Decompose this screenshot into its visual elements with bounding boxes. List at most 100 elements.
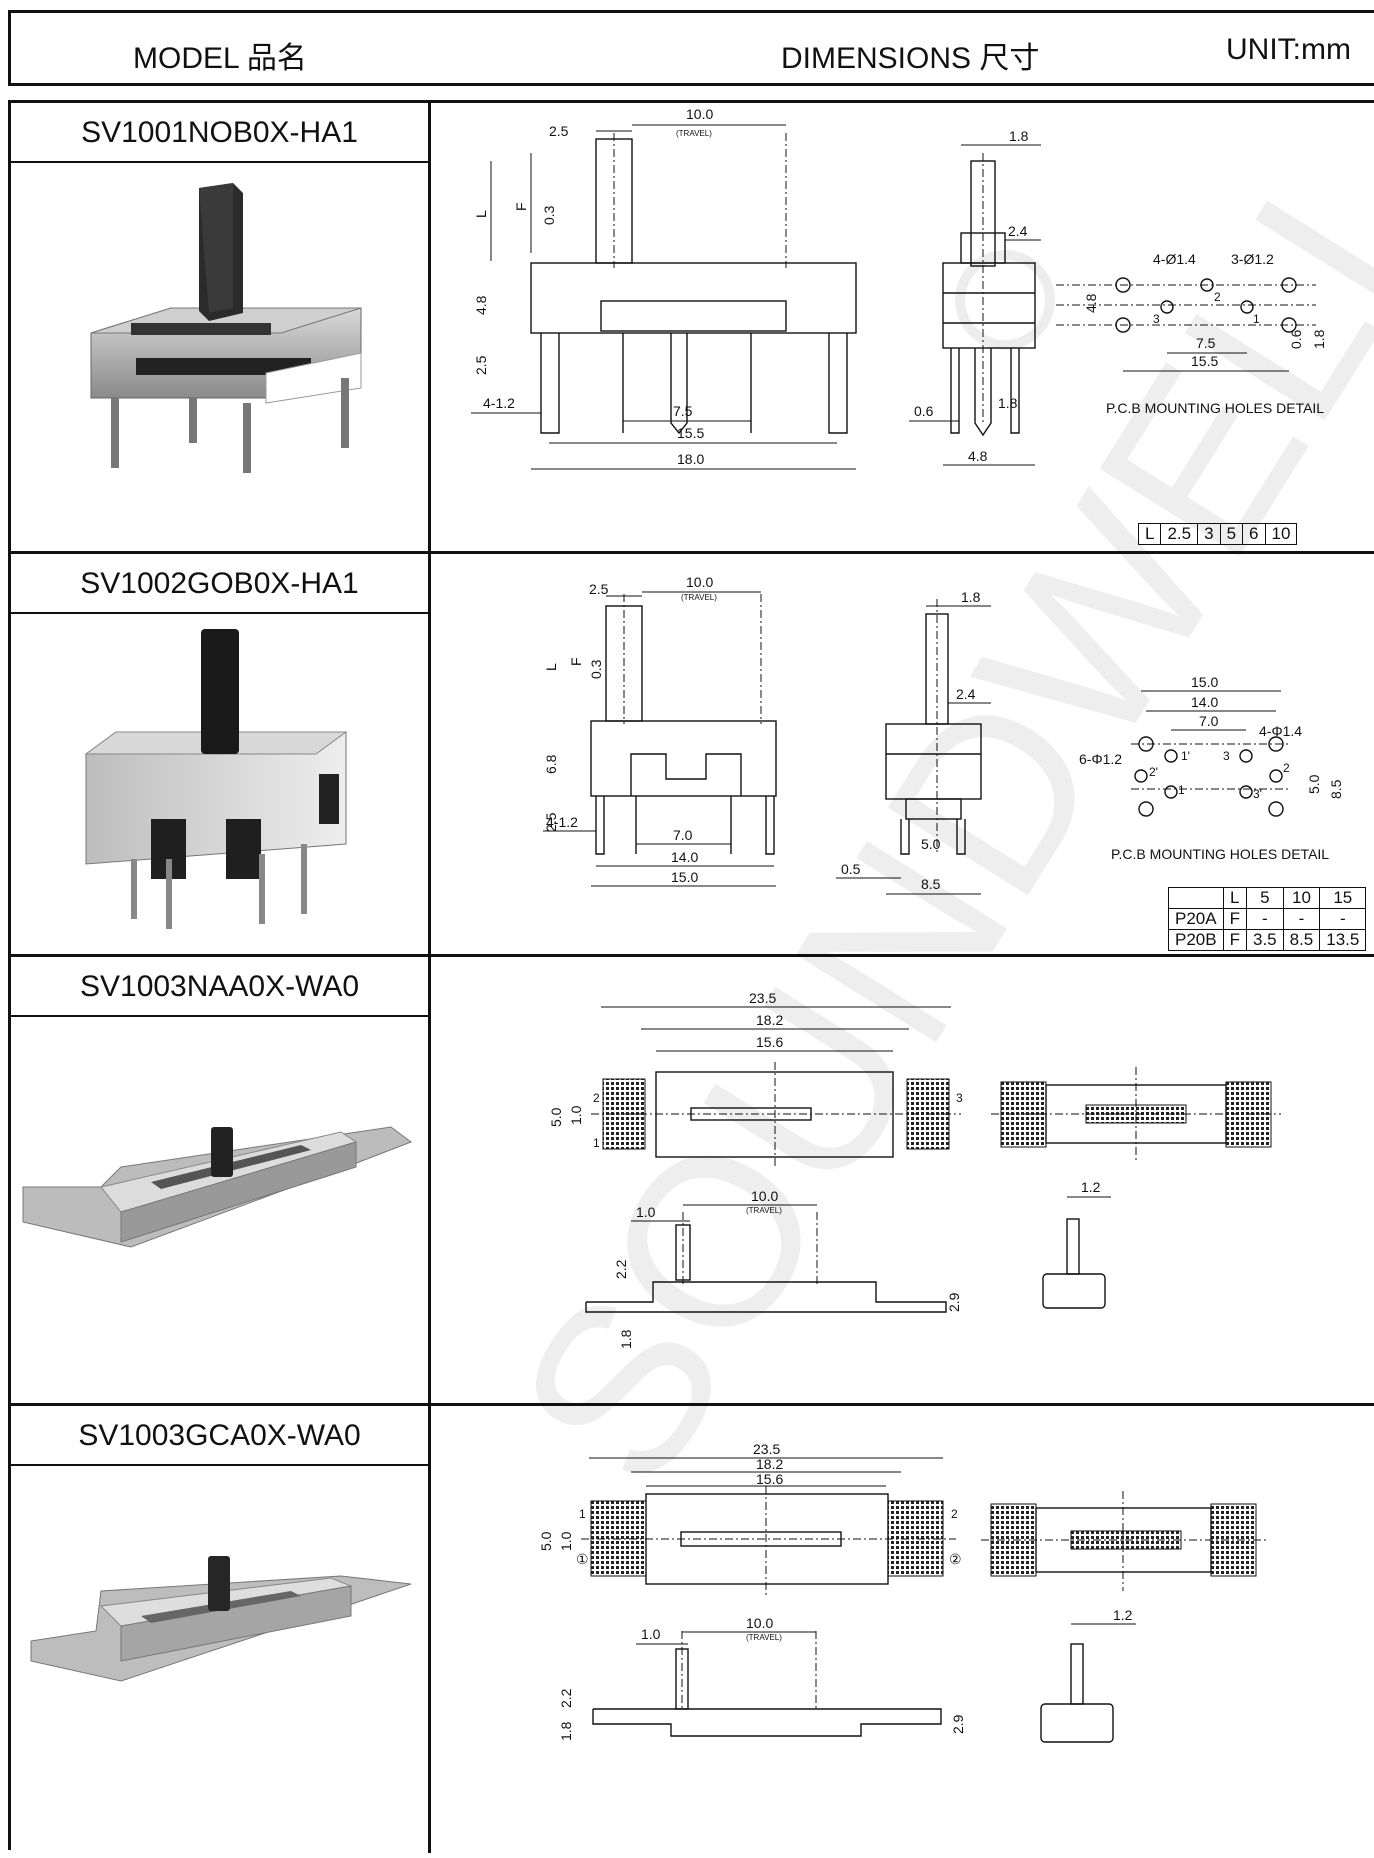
unit-label: UNIT:mm (1226, 33, 1351, 66)
table-cell: 5 (1219, 523, 1244, 545)
dim-1-2: 1.2 (1081, 1179, 1101, 1195)
dim-18-2: 18.2 (756, 1012, 783, 1028)
table-cell: F (1222, 929, 1247, 951)
dim-1-2: 1.2 (1113, 1607, 1133, 1623)
table-cell: 2.5 (1160, 523, 1199, 545)
dim-18-0: 18.0 (677, 451, 704, 467)
dim-15-0: 15.0 (671, 869, 698, 885)
table-row: SV1003GCA0X-WA0 23.5 18.2 15.6 (11, 1406, 1374, 1853)
table-cell: L (1222, 887, 1247, 909)
hole-label-6-12: 6-Φ1.2 (1079, 751, 1122, 767)
table-cell: 13.5 (1319, 929, 1367, 951)
spec-mini-table: L 5 10 15 P20A F - - - P20B F 3.5 8.5 (1168, 887, 1367, 951)
dim-5-0: 5.0 (921, 836, 941, 852)
pcb-dim-1-8: 1.8 (1311, 329, 1327, 349)
dim-2-2: 2.2 (558, 1688, 574, 1708)
dim-1-8-b: 1.8 (998, 395, 1018, 411)
spec-mini-table: L 2.5 3 5 6 10 (1137, 523, 1298, 545)
dim-1-0: 1.0 (558, 1531, 574, 1551)
dimension-drawing: 2.5 10.0 (TRAVEL) L F 0.3 4.8 2.5 4-1.2 … (431, 103, 1374, 551)
dim-5-0: 5.0 (548, 1107, 564, 1127)
table-row: SV1002GOB0X-HA1 (11, 554, 1374, 957)
dim-F: F (568, 657, 584, 666)
pin-3: 3 (1153, 312, 1160, 326)
dim-travel-note: (TRAVEL) (681, 593, 717, 602)
pcb-dim-8-5: 8.5 (1328, 779, 1344, 799)
table-cell (1168, 887, 1224, 909)
pcb-dim-15-5: 15.5 (1191, 353, 1218, 369)
dim-0-5: 0.5 (841, 861, 861, 877)
dim-2-5-v: 2.5 (473, 355, 489, 375)
dim-7-0: 7.0 (673, 827, 693, 843)
dim-travel: 10.0 (686, 574, 713, 590)
table-cell: 15 (1319, 887, 1367, 909)
dim-15-5: 15.5 (677, 425, 704, 441)
pin-3: 3 (1223, 749, 1230, 763)
dim-1-0-b: 1.0 (636, 1204, 656, 1220)
dim-travel: 10.0 (686, 106, 713, 122)
table-cell: 5 (1245, 887, 1284, 909)
model-name: SV1001NOB0X-HA1 (11, 103, 428, 163)
dim-0-6: 0.6 (914, 403, 934, 419)
pcb-dim-14-0: 14.0 (1191, 694, 1218, 710)
dim-18-2: 18.2 (756, 1456, 783, 1472)
dim-4-1-2: 4-1.2 (483, 395, 515, 411)
spec-table: SV1001NOB0X-HA1 (8, 100, 1374, 1853)
pcb-dim-15-0: 15.0 (1191, 674, 1218, 690)
dim-4-8-b: 4.8 (968, 448, 988, 464)
table-header: MODEL 品名 DIMENSIONS 尺寸 UNIT:mm (8, 10, 1374, 86)
dimension-drawing: 2.5 10.0 (TRAVEL) L F 0.3 6.8 2.5 4-1.2 … (431, 554, 1374, 954)
table-cell: 3 (1197, 523, 1221, 545)
dim-travel: 10.0 (746, 1615, 773, 1631)
pin-3p: 3' (1253, 787, 1262, 801)
table-row: SV1001NOB0X-HA1 (11, 103, 1374, 554)
table-cell: 6 (1242, 523, 1266, 545)
hole-label-3-12: 3-Ø1.2 (1231, 251, 1274, 267)
dimension-drawing: 23.5 18.2 15.6 5.0 1.0 2 1 3 (431, 957, 1374, 1403)
product-photo (11, 163, 428, 551)
dim-5-0: 5.0 (538, 1531, 554, 1551)
dim-1-0: 1.0 (568, 1105, 584, 1125)
dim-1-8: 1.8 (1009, 128, 1029, 144)
pin-2: 2 (1214, 290, 1221, 304)
dim-23-5: 23.5 (749, 990, 776, 1006)
dim-travel-note: (TRAVEL) (676, 129, 712, 138)
model-name: SV1002GOB0X-HA1 (11, 554, 428, 614)
hole-label-4-14: 4-Ø1.4 (1153, 251, 1196, 267)
dim-1-8: 1.8 (558, 1721, 574, 1741)
model-cell: SV1003GCA0X-WA0 (11, 1406, 431, 1853)
dim-0-3: 0.3 (541, 205, 557, 225)
pcb-dim-7-5: 7.5 (1196, 335, 1216, 351)
table-cell: - (1319, 908, 1367, 930)
dim-L: L (473, 210, 489, 218)
pcb-dim-0-6: 0.6 (1288, 329, 1304, 349)
dim-1-8: 1.8 (961, 589, 981, 605)
pcb-holes-2: 15.0 14.0 7.0 4-Φ1.4 6-Φ1.2 2' 1' (1079, 674, 1344, 862)
pin-3: 3 (956, 1091, 963, 1105)
table-cell: 10 (1282, 887, 1321, 909)
pin-1: 1 (579, 1507, 586, 1521)
dim-2-2: 2.2 (613, 1259, 629, 1279)
pcb-detail-label: P.C.B MOUNTING HOLES DETAIL (1111, 846, 1329, 862)
dim-8-5: 8.5 (921, 876, 941, 892)
table-cell: P20B (1168, 929, 1224, 951)
dim-2-4: 2.4 (1008, 223, 1028, 239)
dim-F: F (513, 202, 529, 211)
table-cell: 10 (1264, 523, 1298, 545)
product-photo (11, 614, 428, 954)
dim-2-5-v: 2.5 (543, 812, 559, 832)
pin-1p: 1' (1181, 749, 1190, 763)
table-cell: P20A (1168, 908, 1224, 930)
dim-7-5: 7.5 (673, 403, 693, 419)
hole-label-4-14: 4-Φ1.4 (1259, 723, 1302, 739)
dim-travel: 10.0 (751, 1188, 778, 1204)
table-cell: 8.5 (1282, 929, 1321, 951)
table-cell: - (1245, 908, 1284, 930)
table-row: SV1003NAA0X-WA0 23.5 18.2 15.6 (11, 957, 1374, 1406)
dim-1-0-b: 1.0 (641, 1626, 661, 1642)
product-photo (11, 1017, 428, 1403)
model-cell: SV1002GOB0X-HA1 (11, 554, 431, 954)
dim-travel-note: (TRAVEL) (746, 1206, 782, 1215)
dim-2-4: 2.4 (956, 686, 976, 702)
pcb-dim-4-8: 4.8 (1083, 293, 1099, 313)
